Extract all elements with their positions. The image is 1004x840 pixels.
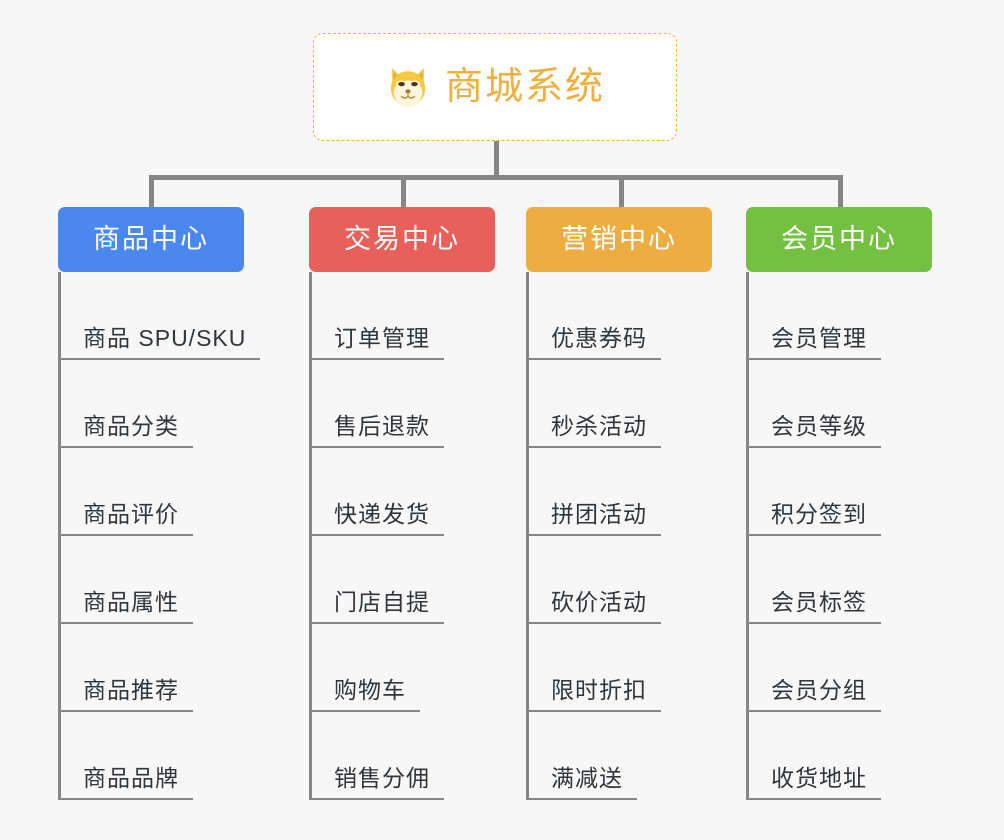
leaf-label: 砍价活动 [551,588,647,615]
connector-horizontal-bar [149,175,841,180]
root-node-label: 商城系统 [444,66,605,108]
list-item[interactable]: 商品分类 [61,360,244,448]
category-box-marketing[interactable]: 营销中心 [526,207,712,272]
leaf-label: 会员管理 [771,324,867,351]
leaf-label: 销售分佣 [334,764,430,791]
list-item[interactable]: 销售分佣 [312,712,495,800]
category-box-trade[interactable]: 交易中心 [309,207,495,272]
list-item[interactable]: 会员等级 [749,360,932,448]
connector-drop-2 [401,175,406,207]
leaf-label: 商品 SPU/SKU [83,324,247,351]
branch-column-4: 会员中心 会员管理 会员等级 积分签到 会员标签 会员分组 收货地址 [746,207,932,800]
category-label: 商品中心 [93,224,209,254]
list-item[interactable]: 商品评价 [61,448,244,536]
list-item[interactable]: 收货地址 [749,712,932,800]
connector-drop-3 [619,175,624,207]
category-label: 营销中心 [561,224,677,254]
category-label: 会员中心 [781,224,897,254]
connector-drop-4 [838,175,843,207]
list-item[interactable]: 快递发货 [312,448,495,536]
branch-column-3: 营销中心 优惠券码 秒杀活动 拼团活动 砍价活动 限时折扣 满减送 [526,207,712,800]
list-item[interactable]: 秒杀活动 [529,360,712,448]
leaf-label: 拼团活动 [551,500,647,527]
list-item[interactable]: 会员标签 [749,536,932,624]
shiba-dog-icon [390,68,426,108]
root-node[interactable]: 商城系统 [313,33,677,141]
leaf-label: 快递发货 [334,500,430,527]
leaf-label: 商品推荐 [83,676,179,703]
list-item[interactable]: 积分签到 [749,448,932,536]
list-item[interactable]: 订单管理 [312,272,495,360]
category-label: 交易中心 [344,224,460,254]
list-item[interactable]: 售后退款 [312,360,495,448]
list-item[interactable]: 限时折扣 [529,624,712,712]
list-item[interactable]: 商品属性 [61,536,244,624]
leaf-label: 满减送 [551,764,623,791]
leaf-label: 订单管理 [334,324,430,351]
leaf-label: 秒杀活动 [551,412,647,439]
leaf-list-member: 会员管理 会员等级 积分签到 会员标签 会员分组 收货地址 [746,272,932,800]
leaf-label: 会员标签 [771,588,867,615]
list-item[interactable]: 优惠券码 [529,272,712,360]
connector-drop-1 [149,175,154,207]
leaf-list-product: 商品 SPU/SKU 商品分类 商品评价 商品属性 商品推荐 商品品牌 [58,272,261,800]
leaf-label: 限时折扣 [551,676,647,703]
branch-column-2: 交易中心 订单管理 售后退款 快递发货 门店自提 购物车 销售分佣 [309,207,495,800]
list-item[interactable]: 商品 SPU/SKU [61,272,261,360]
leaf-label: 商品属性 [83,588,179,615]
leaf-label: 会员等级 [771,412,867,439]
leaf-label: 商品评价 [83,500,179,527]
category-box-member[interactable]: 会员中心 [746,207,932,272]
list-item[interactable]: 砍价活动 [529,536,712,624]
list-item[interactable]: 会员分组 [749,624,932,712]
leaf-label: 积分签到 [771,500,867,527]
leaf-label: 优惠券码 [551,324,647,351]
list-item[interactable]: 商品推荐 [61,624,244,712]
leaf-label: 门店自提 [334,588,430,615]
list-item[interactable]: 会员管理 [749,272,932,360]
category-box-product[interactable]: 商品中心 [58,207,244,272]
list-item[interactable]: 门店自提 [312,536,495,624]
list-item[interactable]: 购物车 [312,624,495,712]
branch-column-1: 商品中心 商品 SPU/SKU 商品分类 商品评价 商品属性 商品推荐 商品品牌 [58,207,261,800]
leaf-label: 商品品牌 [83,764,179,791]
leaf-label: 售后退款 [334,412,430,439]
list-item[interactable]: 满减送 [529,712,712,800]
list-item[interactable]: 商品品牌 [61,712,244,800]
leaf-label: 会员分组 [771,676,867,703]
list-item[interactable]: 拼团活动 [529,448,712,536]
leaf-label: 收货地址 [771,764,867,791]
connector-root-stem [494,141,499,178]
leaf-label: 购物车 [334,676,406,703]
leaf-list-marketing: 优惠券码 秒杀活动 拼团活动 砍价活动 限时折扣 满减送 [526,272,712,800]
leaf-label: 商品分类 [83,412,179,439]
leaf-list-trade: 订单管理 售后退款 快递发货 门店自提 购物车 销售分佣 [309,272,495,800]
